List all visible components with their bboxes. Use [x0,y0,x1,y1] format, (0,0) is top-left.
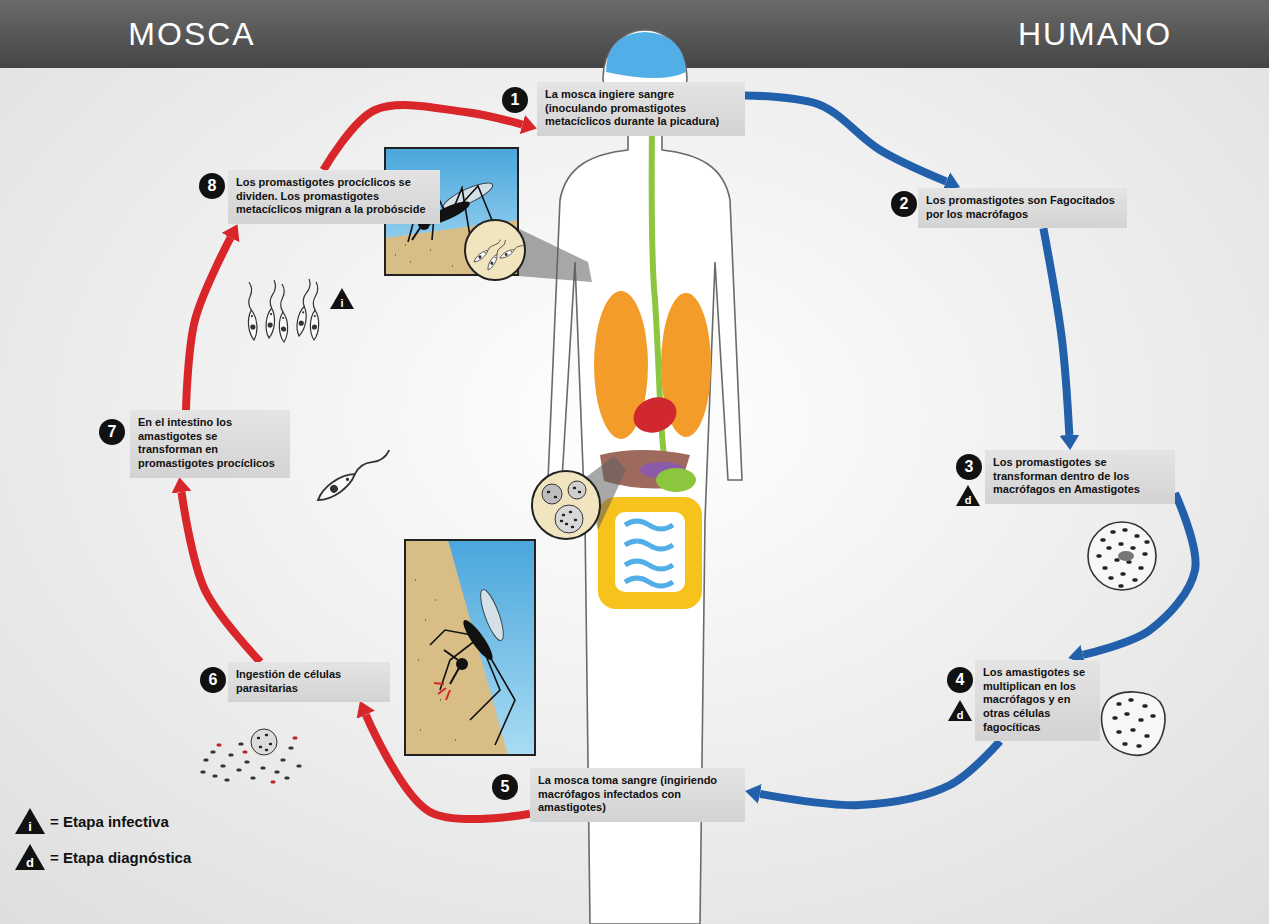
cycle-arrow [760,741,1000,805]
step-box: 6Ingestión de células parasitarias [228,662,390,702]
stage-symbols [15,288,980,870]
diagnostic-symbol [948,700,972,721]
step-text: Los promastigotes procíclicos se dividen… [236,176,432,217]
diagnostic-symbol [956,485,980,506]
large-intestine [598,497,702,609]
cycle-arrow [323,105,522,170]
step-text: La mosca ingiere sangre (inoculando prom… [545,88,737,129]
small-intestine [625,521,673,586]
step-box: 1La mosca ingiere sangre (inoculando pro… [537,82,745,136]
ingested-cells [202,729,300,782]
legend-text: = Etapa diagnóstica [50,849,191,867]
legend-letter: d [20,856,40,869]
step-number: 7 [99,419,125,445]
brain [606,32,686,78]
stage-letter: i [332,297,352,309]
column-heading: HUMANO [1000,14,1190,54]
fly-feeding-picture [405,540,535,755]
step-text: En el intestino los amastigotes se trans… [138,416,282,471]
step-text: Los promastigotes son Fagocitados por lo… [926,194,1119,221]
step-number: 4 [947,667,973,693]
step-box: 3Los promastigotes se transforman dentro… [985,450,1175,504]
legend-infective-symbol [15,808,45,834]
step-number: 6 [200,667,226,693]
cycle-arrow [745,95,946,181]
step-box: 5La mosca toma sangre (ingiriendo macróf… [530,768,745,822]
cycle-arrow [366,715,530,819]
step-text: Los promastigotes se transforman dentro … [993,456,1167,497]
step-number: 8 [199,173,225,199]
column-heading: MOSCA [100,14,284,54]
step-box: 2Los promastigotes son Fagocitados por l… [918,188,1127,228]
step-text: La mosca toma sangre (ingiriendo macrófa… [538,774,737,815]
cycle-arrow [1083,493,1196,655]
step-number: 5 [492,774,518,800]
step-number: 2 [891,191,917,217]
abdomen [615,512,685,592]
multiplying-amastigotes [1102,692,1165,755]
cycle-arrow [1043,228,1069,435]
stomach [656,468,696,492]
stage-letter: d [950,709,970,721]
legend-text: = Etapa infectiva [50,813,169,831]
dividing-promastigotes [245,278,320,342]
step-box: 8Los promastigotes procíclicos se divide… [228,170,440,224]
infected-macrophage [1088,522,1156,590]
heart [629,392,682,439]
legend-diagnostic-symbol [15,844,45,870]
step-text: Ingestión de células parasitarias [236,668,382,695]
cycle-arrow [182,492,261,662]
legend-letter: i [20,820,40,833]
promastigote-inset [465,220,529,280]
picture-frame [405,540,535,755]
procyclic-promastigote [314,445,392,505]
step-text: Los amastigotes se multiplican en los ma… [983,666,1092,734]
step-number: 1 [502,87,528,113]
infective-symbol [330,288,354,309]
stage-letter: d [958,494,978,506]
cycle-arrow [186,238,231,410]
step-box: 7En el intestino los amastigotes se tran… [130,410,290,478]
macrophage-inset [532,471,600,539]
step-number: 3 [956,454,982,480]
step-box: 4Los amastigotes se multiplican en los m… [975,660,1100,741]
